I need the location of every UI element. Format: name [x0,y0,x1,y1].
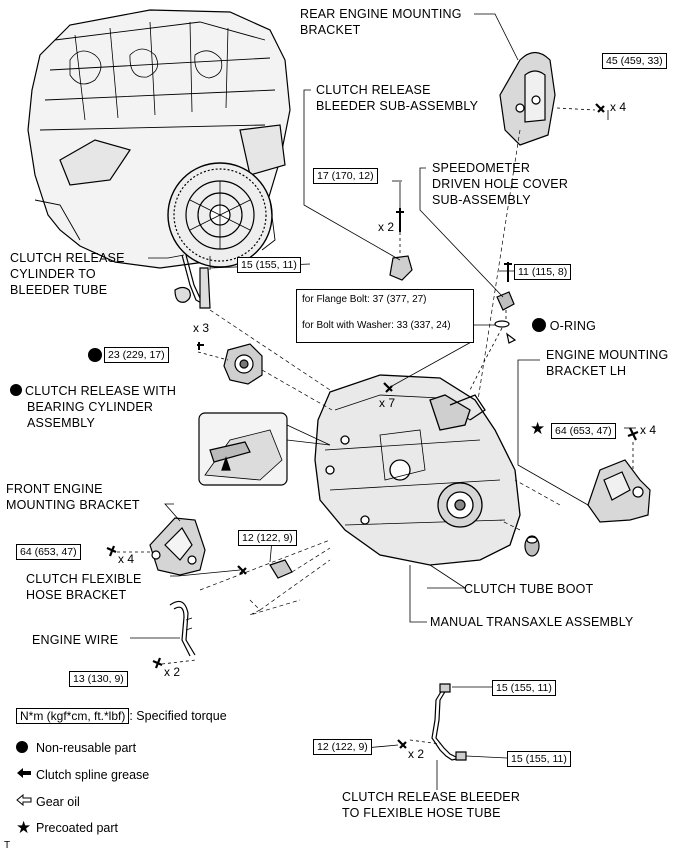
non-reusable-dot [16,741,28,753]
front-bracket-illustration [106,517,206,576]
torque-bleeder-tube-bottom: 15 (155, 11) [507,751,571,767]
bleeder-sub-illustration [389,182,413,281]
release-bearing-illustration [197,342,263,385]
torque-bleeder-tube-bracket: 12 (122, 9) [313,739,372,755]
torque-engine-wire: 13 (130, 9) [69,671,128,687]
alignment-lines [199,129,561,616]
legend-spline-grease: Clutch spline grease [16,767,149,782]
transaxle-bolt-torque-box: for Flange Bolt: 37 (377, 27) for Bolt w… [296,289,474,343]
qty-transaxle-bolts: x 7 [379,396,396,410]
qty-lh: x 4 [640,423,657,437]
transaxle-illustration [314,374,521,566]
qty-bleeder: x 2 [378,220,395,234]
torque-lh-bracket: 64 (653, 47) [551,423,616,439]
label-release-bearing-cylinder: CLUTCH RELEASE WITH BEARING CYLINDER ASS… [10,383,176,431]
torque-release-cylinder: 23 (229, 17) [104,347,169,363]
legend-non-reusable: Non-reusable part [16,741,136,755]
qty-rear: x 4 [610,100,627,114]
qty-front: x 4 [118,552,135,566]
torque-tube-nut: 15 (155, 11) [237,257,301,273]
engine-wire-illustration [152,600,197,669]
hose-bracket-illustration [237,559,293,579]
label-engine-wire: ENGINE WIRE [32,633,119,647]
engine-illustration [27,9,291,269]
torque-front-bracket: 64 (653, 47) [16,544,81,560]
non-reusable-dot-release-cyl [88,348,102,364]
leader-lines [130,13,636,790]
outline-arrow-icon [16,793,36,809]
star-icon: ★ [16,818,32,837]
qty-engine-wire: x 2 [164,665,181,679]
qty-bleeder-tube: x 2 [408,747,425,761]
lh-bracket-illustration [587,427,651,523]
non-reusable-dot [10,384,22,396]
spline-detail-inset [198,412,331,486]
corner-mark: T [4,840,11,851]
precoated-star-lh: ★ [530,419,546,438]
label-o-ring: O-RING [532,318,596,334]
bleeder-hose-tube-illustration [397,683,467,761]
speedometer-cover-illustration [469,262,517,391]
non-reusable-dot [532,318,546,332]
torque-bleeder: 17 (170, 12) [313,168,378,184]
solid-arrow-icon [16,767,36,782]
torque-rear-bracket: 45 (459, 33) [602,53,667,69]
rear-bracket-illustration [499,51,605,146]
qty-release-cyl: x 3 [193,321,210,335]
legend-specified-torque: N*m (kgf*cm, ft.*lbf): Specified torque [16,708,227,724]
label-clutch-tube-boot: CLUTCH TUBE BOOT [464,582,594,596]
label-manual-transaxle: MANUAL TRANSAXLE ASSEMBLY [430,615,634,629]
tube-boot-illustration [524,535,540,557]
legend-gear-oil: Gear oil [16,793,80,809]
torque-bleeder-tube-top: 15 (155, 11) [492,680,556,696]
torque-hose-bracket: 12 (122, 9) [238,530,297,546]
flange-bolt-torque: for Flange Bolt: 37 (377, 27) [302,294,427,305]
washer-bolt-torque: for Bolt with Washer: 33 (337, 24) [302,320,451,331]
bleeder-tube-illustration [174,254,211,309]
legend-precoated: ★Precoated part [16,818,118,837]
torque-speedometer: 11 (115, 8) [514,264,572,280]
